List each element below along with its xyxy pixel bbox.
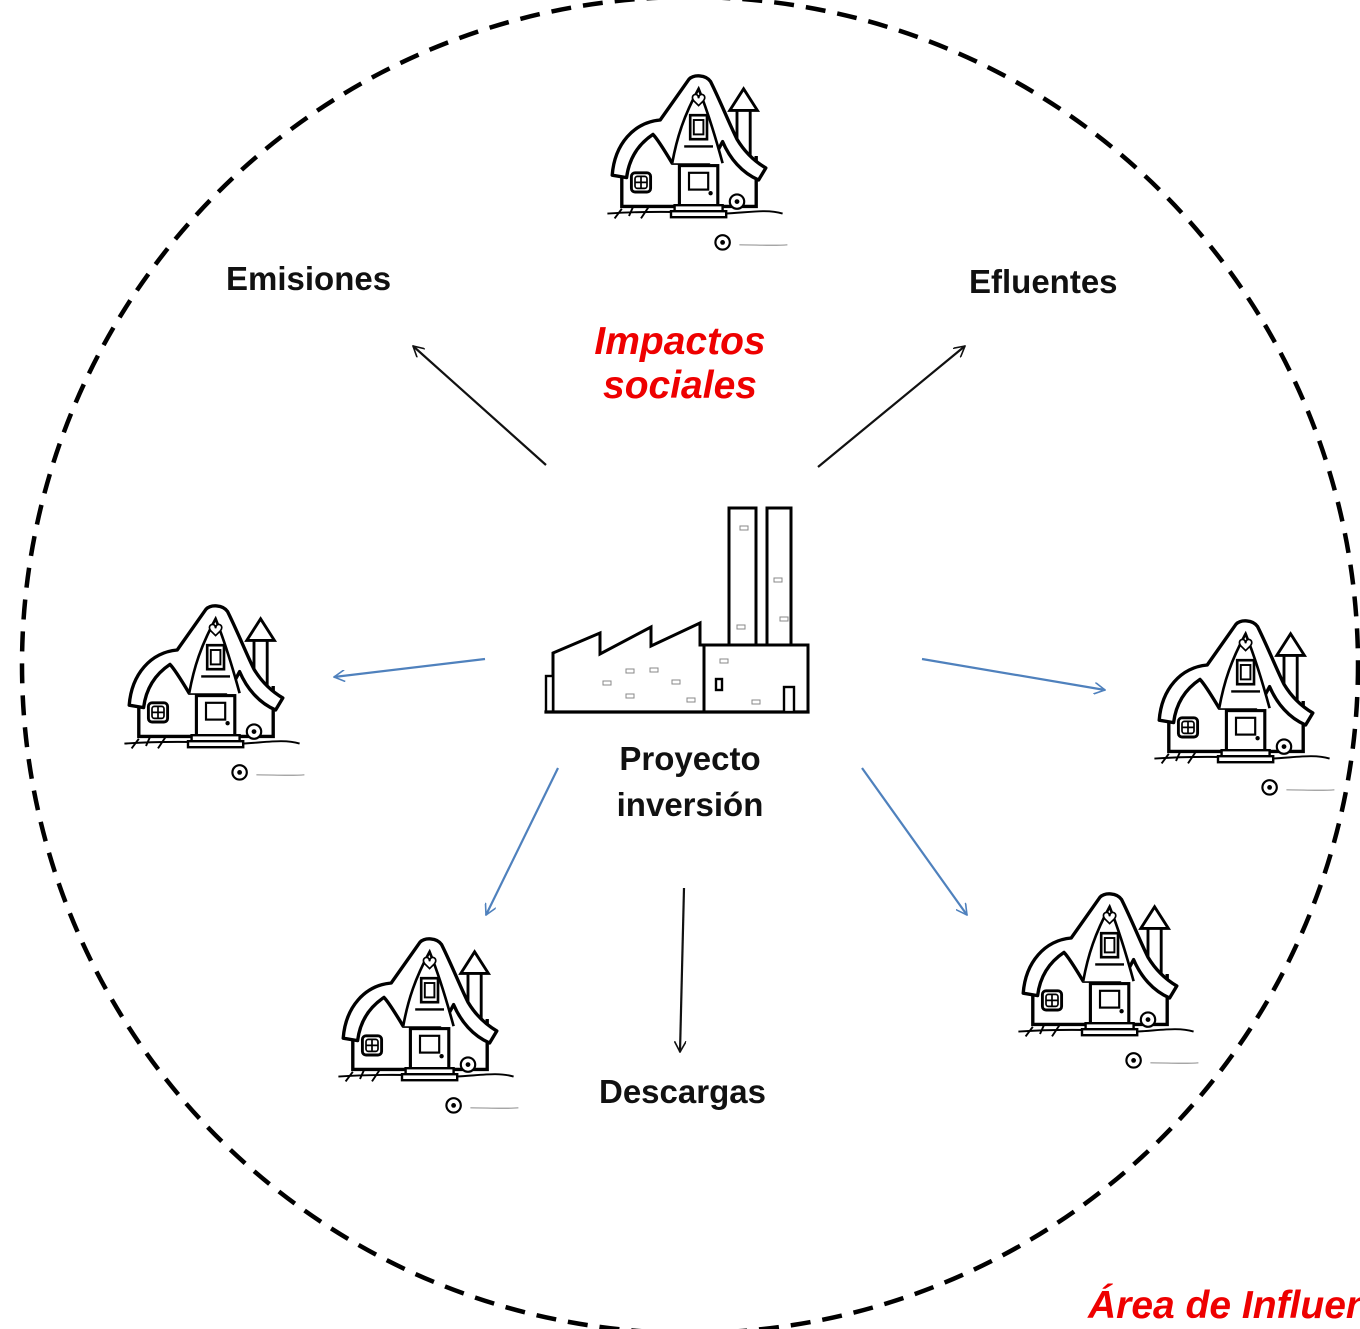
house-icon (1016, 892, 1201, 1070)
emissions-label: Emisiones (226, 260, 392, 297)
effluents-arrow (817, 346, 965, 468)
influence-area-boundary (19, 0, 1360, 1329)
project-label-line-1: Proyecto (619, 740, 761, 777)
social-impacts-line-2: sociales (603, 364, 757, 407)
house-icon (1152, 619, 1337, 797)
impact-arrow-east (921, 657, 1105, 690)
factory-icon (544, 506, 810, 714)
project-label: Proyecto inversión (580, 736, 800, 828)
impact-arrow-southeast (861, 767, 967, 915)
discharges-arrow (680, 887, 684, 1052)
discharges-label: Descargas (599, 1073, 766, 1110)
house-icon (122, 604, 307, 782)
influence-area-label: Área de Influencia (1088, 1284, 1360, 1327)
social-impacts-line-1: Impactos (594, 320, 766, 363)
project-label-line-2: inversión (616, 786, 764, 824)
house-icon (336, 937, 521, 1115)
impact-arrow-southwest (486, 767, 559, 915)
house-icon (605, 74, 790, 252)
social-impacts-label: Impactos sociales (560, 320, 800, 408)
effluents-label: Efluentes (969, 263, 1118, 300)
emissions-arrow (413, 346, 547, 466)
impact-arrow-west (334, 657, 486, 677)
